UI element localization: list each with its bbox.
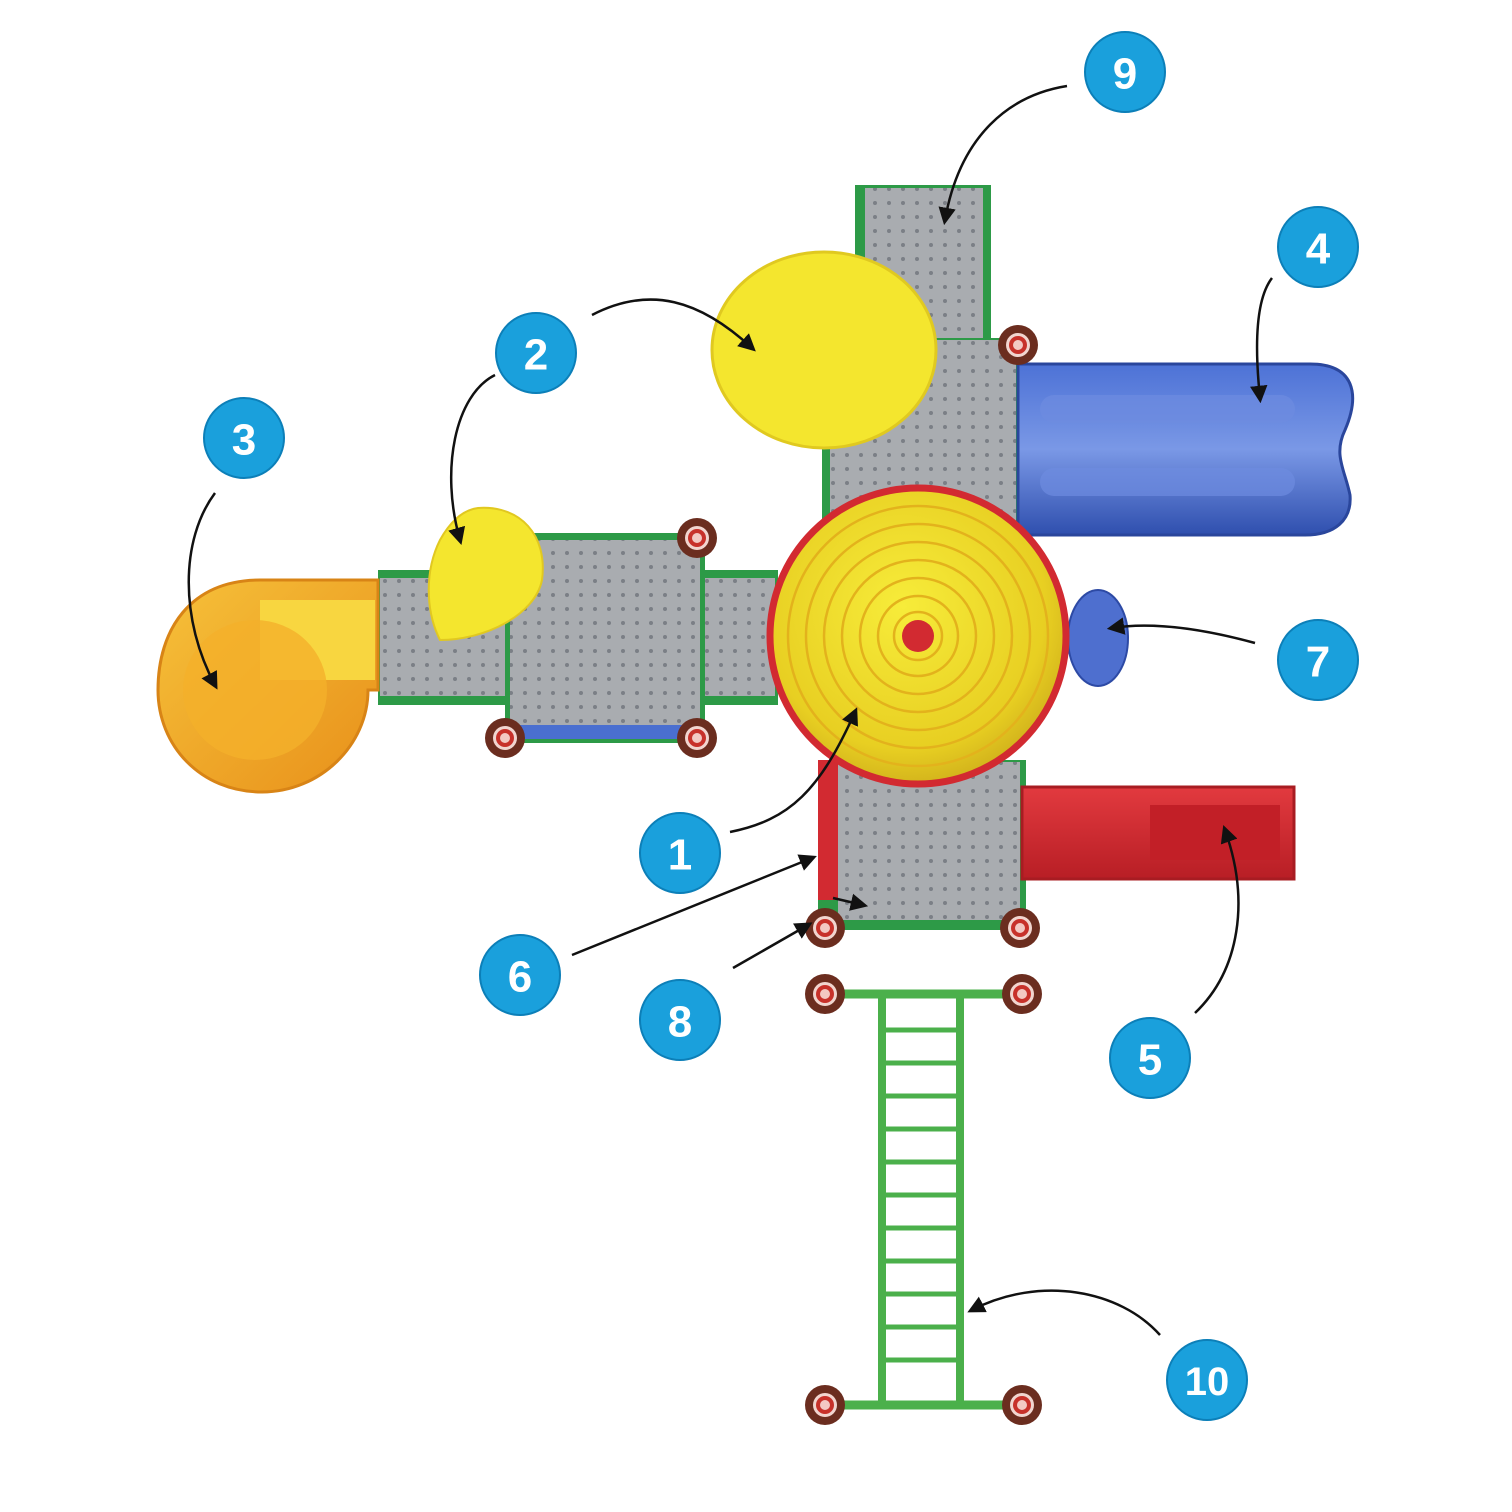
- arrow-pointer-icon: [938, 84, 1068, 226]
- callout-badge: [1109, 1017, 1191, 1099]
- callout-number: 1: [668, 831, 692, 880]
- callout-1: 1: [639, 812, 721, 894]
- post: [805, 908, 845, 948]
- blue-panel: [1067, 589, 1129, 687]
- callout-badge: [1277, 619, 1359, 701]
- arrow-pointer-icon: [448, 373, 496, 546]
- wavy-slide: [1016, 362, 1354, 537]
- arrow-pointer-icon: [967, 1289, 1161, 1336]
- callout-5: 5: [1109, 1017, 1191, 1099]
- arrow-pointer-icon: [571, 854, 817, 957]
- callout-number: 4: [1306, 225, 1331, 274]
- post: [677, 518, 717, 558]
- callout-number: 10: [1185, 1360, 1230, 1404]
- callout-number: 9: [1113, 50, 1137, 99]
- post: [677, 718, 717, 758]
- wavy-slide-channel-2: [1040, 468, 1295, 496]
- ladder: [825, 989, 1022, 1410]
- callouts: 1 2 3 4 5 6 7 8 9 10: [203, 31, 1359, 1421]
- arrow-pointer-icon: [591, 298, 756, 352]
- callout-badge: [639, 979, 721, 1061]
- spiral-slide-mouth: [183, 620, 327, 760]
- callout-badge: [203, 397, 285, 479]
- post: [805, 1385, 845, 1425]
- main-roof-rings: [786, 504, 1050, 768]
- playground-structure: [156, 185, 1354, 1425]
- callout-6: 6: [479, 934, 561, 1016]
- round-canopy: [710, 250, 938, 450]
- callout-badge: [1166, 1339, 1248, 1421]
- callout-number: 2: [524, 331, 548, 380]
- post: [485, 718, 525, 758]
- callout-number: 8: [668, 998, 692, 1047]
- callout-4: 4: [1277, 206, 1359, 288]
- callout-3: 3: [203, 397, 285, 479]
- support-posts: [485, 325, 1042, 1425]
- callout-10: 10: [1166, 1339, 1248, 1421]
- wavy-slide-channel: [1040, 395, 1295, 423]
- lower-deck-surface: [838, 762, 1020, 920]
- arrow-pointer-icon: [729, 707, 858, 834]
- callout-number: 3: [232, 416, 256, 465]
- callout-number: 7: [1306, 638, 1330, 687]
- main-roof-finial: [902, 620, 934, 652]
- post: [805, 974, 845, 1014]
- callout-number: 5: [1138, 1036, 1162, 1085]
- callout-9: 9: [1084, 31, 1166, 113]
- leader-lines: [187, 84, 1274, 1336]
- callout-badge: [639, 812, 721, 894]
- arrow-pointer-icon: [832, 893, 869, 911]
- left-tower-blue-bar: [520, 725, 690, 739]
- lower-deck-red-side: [818, 760, 840, 900]
- callout-2: 2: [495, 312, 577, 394]
- callout-8: 8: [639, 979, 721, 1061]
- callout-badge: [495, 312, 577, 394]
- callout-badge: [479, 934, 561, 1016]
- callout-badge: [1277, 206, 1359, 288]
- arrow-pointer-icon: [1194, 825, 1240, 1014]
- callout-number: 6: [508, 953, 532, 1002]
- callout-7: 7: [1277, 619, 1359, 701]
- post: [1002, 974, 1042, 1014]
- arrow-pointer-icon: [1250, 277, 1274, 404]
- arrow-pointer-icon: [1106, 617, 1256, 645]
- post: [1002, 1385, 1042, 1425]
- post: [1000, 908, 1040, 948]
- post: [998, 325, 1038, 365]
- callout-badge: [1084, 31, 1166, 113]
- straight-slide-bed: [1150, 805, 1280, 860]
- arrow-pointer-icon: [187, 492, 218, 690]
- arrow-pointer-icon: [732, 922, 813, 970]
